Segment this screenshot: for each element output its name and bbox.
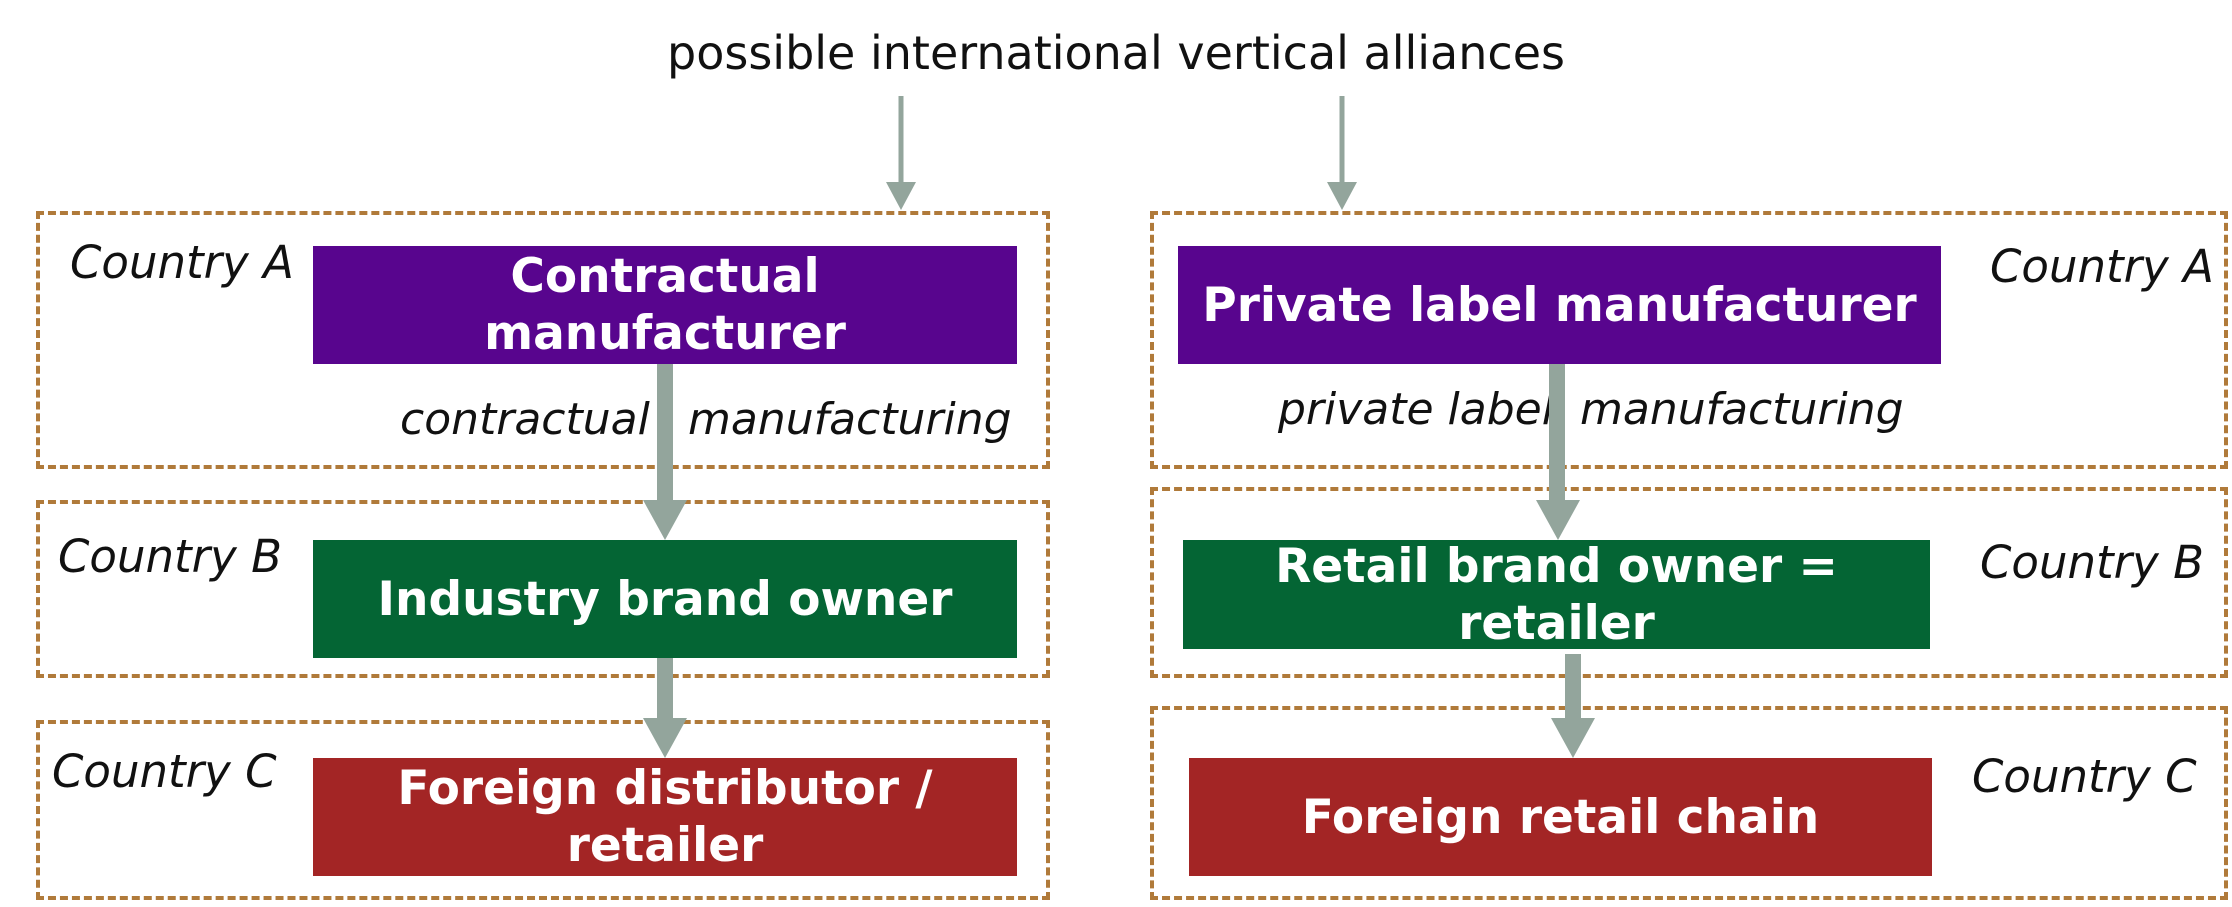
retail-brand-owner-retailer-box: Retail brand owner = retailer bbox=[1183, 539, 1930, 651]
right-zone-country-b bbox=[1150, 487, 2228, 678]
right-country-c-label: Country C bbox=[1972, 750, 2197, 803]
left-arrow-1-head bbox=[643, 500, 687, 540]
left-zone-country-c bbox=[36, 720, 1050, 900]
right-arrow-1-head bbox=[1536, 500, 1580, 540]
right-country-a-label: Country A bbox=[1990, 240, 2214, 293]
left-country-c-label: Country C bbox=[52, 745, 277, 798]
left-arrow-2-shaft bbox=[657, 658, 673, 720]
title-to-right-arrowhead bbox=[1327, 182, 1357, 210]
left-flow-label-contractual: contractual bbox=[400, 394, 650, 445]
contractual-manufacturer-box: Contractual manufacturer bbox=[313, 246, 1017, 364]
right-arrow-2-head bbox=[1551, 718, 1595, 758]
foreign-retail-chain-box: Foreign retail chain bbox=[1189, 758, 1932, 876]
left-country-a-label: Country A bbox=[70, 236, 294, 289]
left-zone-country-b bbox=[36, 500, 1050, 678]
right-country-b-label: Country B bbox=[1980, 536, 2204, 589]
right-zone-country-a bbox=[1150, 211, 2228, 469]
foreign-distributor-retailer-box: Foreign distributor / retailer bbox=[313, 758, 1017, 876]
diagram-title: possible international vertical alliance… bbox=[667, 26, 1565, 80]
left-flow-label-manufacturing: manufacturing bbox=[688, 394, 1012, 445]
title-to-left-arrowhead bbox=[886, 182, 916, 210]
right-arrow-2-shaft bbox=[1565, 654, 1581, 720]
private-label-manufacturer-box: Private label manufacturer bbox=[1178, 246, 1941, 364]
right-zone-country-c bbox=[1150, 706, 2228, 900]
left-country-b-label: Country B bbox=[58, 530, 282, 583]
right-flow-label-private-label: private label bbox=[1278, 384, 1554, 435]
left-zone-country-a bbox=[36, 211, 1050, 469]
right-arrow-1-shaft bbox=[1549, 364, 1565, 502]
left-arrow-2-head bbox=[643, 718, 687, 758]
left-arrow-1-shaft bbox=[657, 364, 673, 502]
right-flow-label-manufacturing: manufacturing bbox=[1580, 384, 1904, 435]
industry-brand-owner-box: Industry brand owner bbox=[313, 540, 1017, 658]
